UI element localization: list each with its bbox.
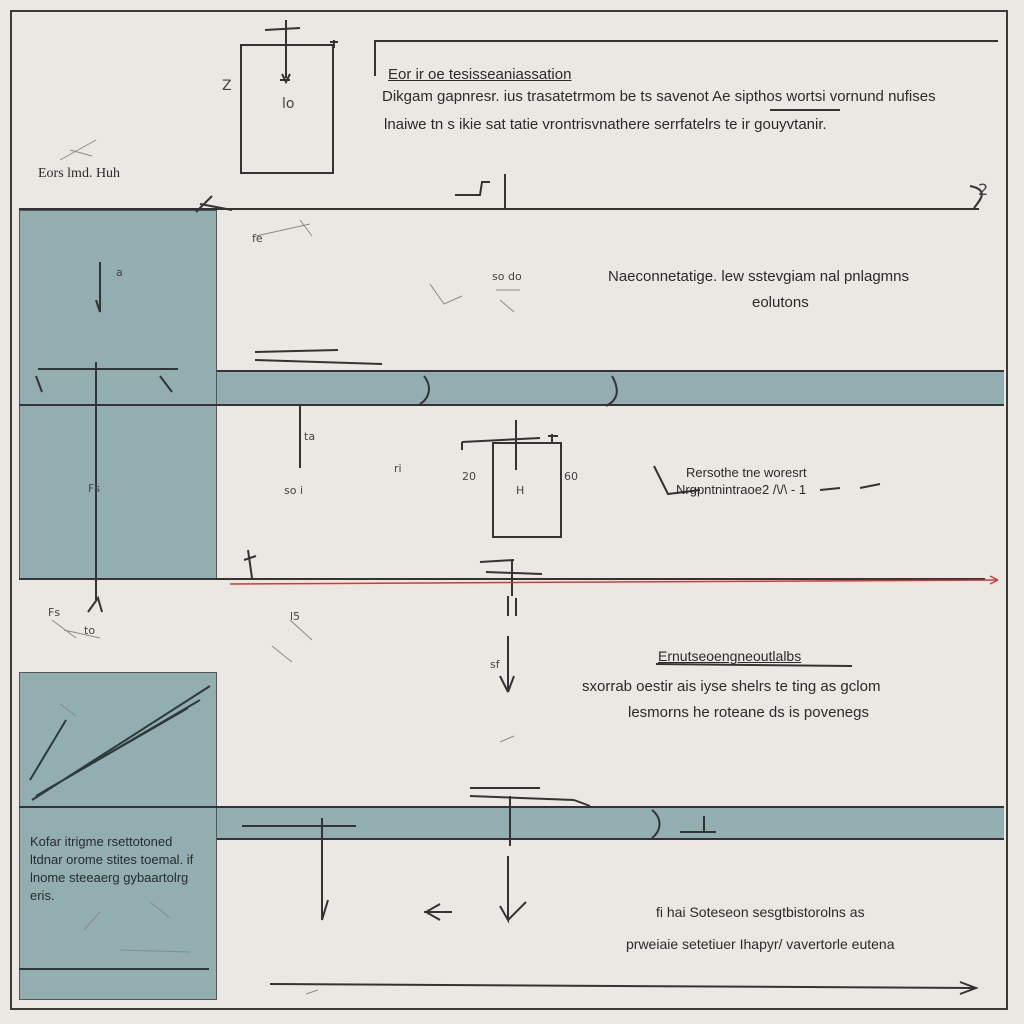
- left-note-line1: Kofar itrigme rsettotoned: [30, 834, 173, 849]
- center-box-left-label: 20: [462, 470, 476, 483]
- mark-5: so i: [284, 484, 304, 497]
- lower-right-heading: Ernutseoengneoutlalbs: [658, 648, 802, 664]
- band-lower: [217, 806, 1004, 840]
- mark-7: l5: [290, 610, 301, 623]
- mark-4: ri: [394, 462, 402, 475]
- center-box-right-label: 60: [564, 470, 578, 483]
- center-note-line1: Rersothe tne woresrt: [686, 465, 807, 480]
- top-text-line1: Dikgam gapnresr. ius trasatetrmom be ts …: [382, 88, 936, 105]
- mark-1: fe: [252, 232, 263, 245]
- top-text-line2: lnaiwe tn s ikie sat tatie vrontrisvnath…: [384, 116, 827, 133]
- rule-top-header-tick: [374, 40, 376, 76]
- mark-11: Fs: [88, 482, 101, 495]
- center-diagram-box: [492, 442, 562, 538]
- corner-mark: 2: [978, 180, 989, 199]
- left-note-line3: lnome steeaerg gybaartolrg: [30, 870, 189, 885]
- top-heading: Eor ir oe tesisseaniassation: [388, 66, 572, 83]
- bottom-right-line2: prweiaie setetiuer Ihapyr/ vavertorle eu…: [626, 936, 895, 952]
- middle-right-line2: eolutons: [752, 294, 809, 311]
- rule-left-mid: [38, 368, 178, 370]
- bottom-right-line1: fi hai Soteseon sesgtbistorolns as: [656, 904, 865, 920]
- lower-right-line1: sxorrab oestir ais iyse shelrs te ting a…: [582, 678, 881, 695]
- box-mark: lo: [282, 96, 295, 112]
- mark-10: a: [116, 266, 123, 279]
- rule-left-lower: [19, 806, 217, 808]
- mark-12: to: [84, 624, 96, 637]
- rule-mid-main: [19, 578, 985, 580]
- mark-8: sf: [490, 658, 500, 671]
- mark-3: ta: [304, 430, 316, 443]
- mark-6: H: [516, 484, 525, 497]
- left-panel-bottom: [19, 672, 217, 1000]
- rule-upper-main: [19, 208, 979, 210]
- rule-top-header: [374, 40, 998, 42]
- rule-left-bottom: [19, 968, 209, 970]
- box-label: Z: [222, 78, 232, 94]
- band-upper: [217, 370, 1004, 406]
- mark-9: Fs: [48, 606, 61, 619]
- rule-left-upper: [19, 404, 217, 406]
- mark-2: so do: [492, 270, 522, 283]
- left-note-line4: eris.: [30, 888, 55, 903]
- diagram-frame: [10, 10, 1008, 1010]
- middle-right-line1: Naeconnetatige. lew sstevgiam nal pnlagm…: [608, 268, 910, 285]
- lower-right-line2: lesmorns he roteane ds is povenegs: [628, 704, 869, 721]
- left-note-line2: ltdnar orome stites toemal. if: [30, 852, 194, 867]
- top-left-caption: Eors lmd. Huh: [38, 166, 121, 181]
- center-note-line2: Nrgpntnintraoe2 /\/\ - 1: [676, 482, 807, 497]
